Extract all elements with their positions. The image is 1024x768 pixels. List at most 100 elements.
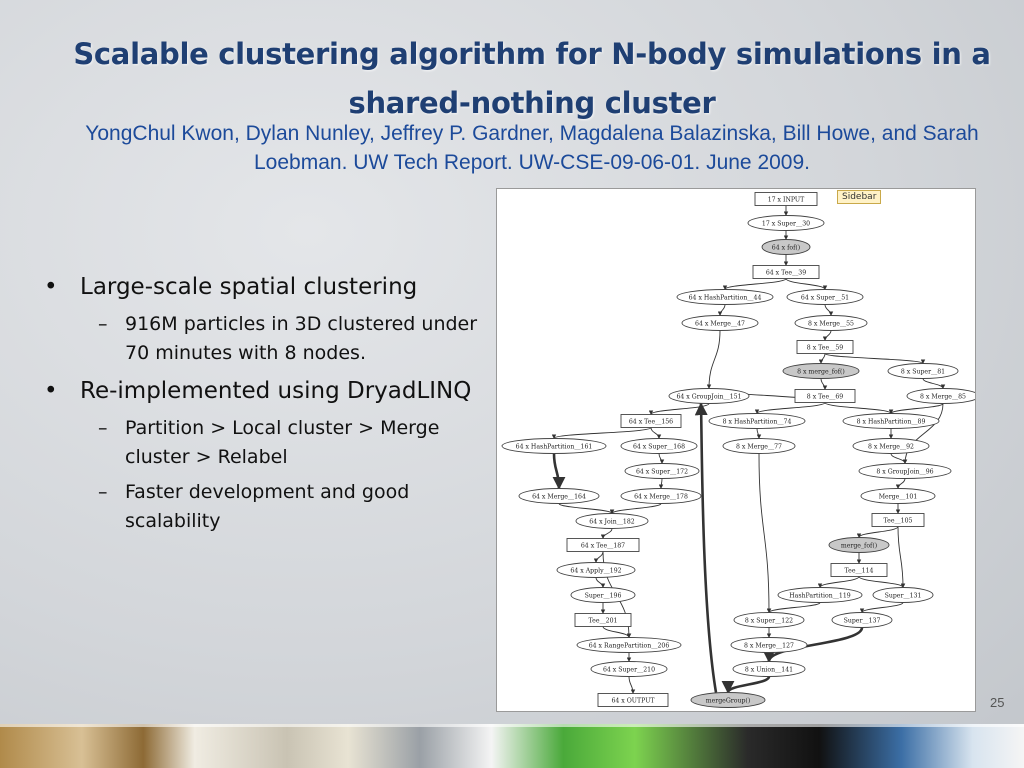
graph-node-label: 8 x Tee__59 [807,345,843,352]
graph-node-super131: Super__131 [872,587,934,603]
graph-node-input: 17 x INPUT [754,192,818,206]
graph-edge [600,528,613,539]
graph-edge [822,330,832,341]
graph-node-label: 17 x INPUT [768,197,805,204]
graph-node-super81: 8 x Super__81 [887,363,959,379]
graph-edge [650,427,662,439]
graph-node-tee187: 64 x Tee__187 [566,538,640,552]
graph-edge [658,453,665,464]
graph-node-mgroup: mergeGroup() [690,692,766,708]
graph-node-super210: 64 x Super__210 [590,661,668,677]
graph-node-merge101: Merge__101 [860,488,936,504]
graph-node-label: 8 x Merge__77 [736,444,782,451]
graph-edge [888,403,944,414]
graph-edge [602,626,632,638]
graph-edge [824,353,926,364]
graph-node-super122: 8 x Super__122 [733,612,805,628]
graph-edge [824,304,834,316]
graph-edge [721,675,771,694]
graph-edge [902,403,944,464]
sub-bullet-item: 916M particles in 3D clustered under 70 … [40,310,480,368]
graph-node-tee105: Tee__105 [871,513,925,527]
graph-node-label: 64 x Merge__178 [634,494,688,501]
graph-node-label: 64 x Merge__164 [532,494,586,501]
graph-edge [897,526,906,588]
graph-node-label: 8 x HashPartition__89 [857,419,926,426]
graph-node-label: merge_fof() [841,543,877,550]
graph-node-label: Super__131 [885,593,922,600]
graph-edge [824,402,894,414]
graph-node-label: 8 x Merge__127 [744,643,794,650]
graph-node-label: 64 x Super__210 [603,667,655,674]
graph-node-label: Tee__201 [589,618,618,625]
graph-node-output: 64 x OUTPUT [597,693,669,707]
graph-edge [717,304,726,316]
graph-node-tee156: 64 x Tee__156 [620,414,682,428]
graph-node-gj96: 8 x GroupJoin__96 [858,463,952,479]
graph-node-tee59: 8 x Tee__59 [796,340,854,354]
graph-edge [758,453,772,613]
slide-title: Scalable clustering algorithm for N-body… [73,37,991,120]
graph-node-super196: Super__196 [570,587,636,603]
graph-node-join182: 64 x Join__182 [575,513,649,529]
graph-node-label: Super__196 [585,593,622,600]
graph-node-label: 8 x Tee__69 [807,394,843,401]
graph-edge [595,577,606,588]
graph-node-rp206: 64 x RangePartition__206 [576,637,682,653]
graph-node-merge47: 64 x Merge__47 [681,315,759,331]
graph-node-label: 64 x Tee__39 [766,270,806,277]
graph-node-label: 8 x Merge__92 [868,444,914,451]
graph-edge [818,353,826,364]
graph-node-fof: 64 x fof() [761,239,811,255]
graph-edge [551,427,652,439]
graph-node-label: 8 x merge_fof() [797,369,845,376]
graph-node-super137: Super__137 [831,612,893,628]
graph-node-label: Merge__101 [879,494,918,501]
graph-node-hp74: 8 x HashPartition__74 [708,413,806,429]
footer-image-strip [0,724,1024,768]
graph-node-hp161: 64 x HashPartition__161 [501,438,607,454]
graph-edge [658,478,664,489]
graph-edge [706,330,721,389]
graph-node-mfof: 8 x merge_fof() [782,363,860,379]
graph-edge [858,576,906,588]
graph-node-label: 64 x Tee__156 [629,419,673,426]
graph-edge [593,551,604,563]
graph-node-tee201: Tee__201 [574,613,632,627]
graph-edge [785,278,828,290]
graph-edge [628,676,636,694]
graph-edge [817,576,860,588]
graph-node-hp44: 64 x HashPartition__44 [676,289,774,305]
graph-edge [859,602,904,613]
graph-node-label: mergeGroup() [706,698,751,705]
graph-node-label: 64 x fof() [772,245,800,252]
graph-edge [552,453,566,490]
graph-node-label: 8 x Merge__85 [920,394,966,401]
graph-node-label: Super__137 [844,618,881,625]
graph-node-super168: 64 x Super__168 [620,438,698,454]
bullet-item: Large-scale spatial clustering [40,270,480,304]
graph-node-apply192: 64 x Apply__192 [556,562,636,578]
graph-node-label: 8 x HashPartition__74 [723,419,792,426]
graph-node-label: 64 x OUTPUT [611,698,655,705]
graph-node-mfof2: merge_fof() [828,537,890,553]
page-number: 25 [990,695,1005,710]
graph-node-merge127: 8 x Merge__127 [730,637,808,653]
graph-node-label: 64 x Apply__192 [570,568,621,575]
graph-edge [895,478,906,489]
graph-node-gj151: 64 x GroupJoin__151 [668,388,750,404]
graph-edge [762,626,864,663]
graph-edge [694,402,718,693]
graph-node-label: 8 x Merge__55 [808,321,854,328]
sidebar-label[interactable]: Sidebar [837,190,882,204]
graph-node-tee39: 64 x Tee__39 [752,265,820,279]
graph-node-label: 64 x Merge__47 [695,321,745,328]
sub-bullet-item: Faster development and good scalability [40,478,480,536]
graph-node-label: 64 x GroupJoin__151 [676,394,741,401]
graph-node-hp119: HashPartition__119 [777,587,863,603]
graph-node-merge178: 64 x Merge__178 [620,488,702,504]
graph-edge [922,378,946,389]
graph-node-label: 64 x Super__168 [633,444,685,451]
